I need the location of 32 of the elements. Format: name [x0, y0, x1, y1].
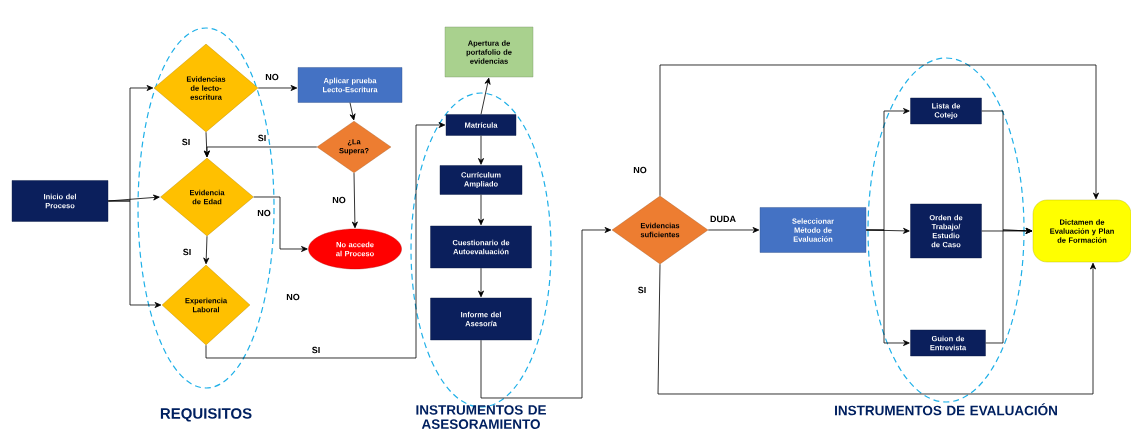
arrow: [865, 229, 910, 346]
arrow: [257, 85, 298, 91]
arrow: [657, 262, 1096, 395]
edge-label: SI: [256, 133, 268, 143]
arrow: [203, 235, 210, 265]
arrow: [204, 146, 318, 158]
branch-label: NO: [286, 293, 300, 301]
edge-label: NO: [632, 165, 648, 175]
arrow: [107, 200, 162, 308]
section-heading: REQUISITOS: [160, 408, 252, 422]
edge-label: NO: [331, 195, 347, 205]
arrow: [478, 267, 484, 298]
edge-label: NO: [256, 208, 272, 218]
edge-label: SI: [181, 247, 193, 257]
arrow: [253, 196, 308, 252]
arrow: [707, 227, 760, 233]
edge-label: NO: [264, 72, 280, 82]
edge-label: SI: [636, 285, 648, 295]
arrow: [351, 172, 358, 229]
arrow: [659, 64, 1099, 200]
arrow: [480, 227, 612, 399]
arrow: [349, 102, 356, 121]
edge-label: DUDA: [709, 214, 737, 224]
arrow: [480, 77, 491, 115]
arrow: [478, 194, 484, 226]
arrow: [205, 122, 446, 359]
arrow: [985, 227, 1033, 344]
edge-label: SI: [310, 345, 322, 355]
edge-label: SI: [180, 137, 192, 147]
section-heading: INSTRUMENTOS DE EVALUACIÓN: [835, 403, 1057, 416]
section-heading: INSTRUMENTOS DE ASESORAMIENTO: [416, 405, 546, 429]
arrow: [478, 135, 484, 165]
